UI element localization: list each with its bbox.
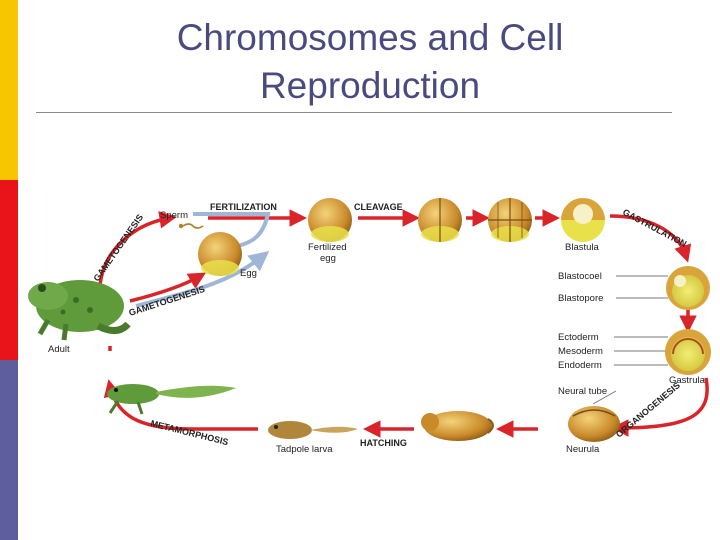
accent-bar-blue [0, 360, 18, 540]
title-divider [36, 112, 672, 113]
label-endoderm: Endoderm [558, 360, 602, 371]
adult-frog-icon [28, 280, 131, 341]
label-mesoderm: Mesoderm [558, 346, 603, 357]
gastrula-section-1-icon [666, 266, 710, 310]
arrow-gastrulation [609, 214, 692, 263]
label-gastrula: Gastrula [669, 375, 706, 386]
label-fertilization: FERTILIZATION [210, 202, 277, 212]
sperm-icon [182, 223, 204, 229]
label-neurula: Neurula [566, 444, 600, 455]
label-organogenesis: ORGANOGENESIS [614, 380, 682, 439]
accent-bar-red [0, 180, 18, 360]
label-gastrulation: GASTRULATION [621, 207, 688, 249]
label-adult: Adult [48, 344, 70, 355]
slide-title: Chromosomes and Cell Reproduction [120, 14, 620, 110]
arrow-gametogenesis-bottom [129, 272, 207, 303]
label-metamorphosis: METAMORPHOSIS [150, 418, 230, 447]
hatched-embryo-icon [421, 411, 494, 441]
blastula-icon [561, 198, 605, 242]
two-cell-stage-icon [418, 198, 462, 242]
arrow-organogenesis [611, 377, 709, 437]
egg-icon [198, 232, 242, 276]
frog-life-cycle-diagram: FERTILIZATION CLEAVAGE GASTRULATION ORGA… [18, 116, 720, 540]
label-gametogenesis-top: GAMETOGENESIS [91, 212, 145, 283]
label-sperm: Sperm [160, 210, 188, 221]
fertilized-egg-icon [308, 198, 352, 242]
sperm-head-icon [178, 223, 184, 229]
label-tadpole-larva: Tadpole larva [276, 444, 333, 455]
froglet-icon [107, 384, 236, 415]
label-hatching: HATCHING [360, 438, 407, 448]
title-line-1: Chromosomes and Cell [176, 17, 564, 58]
label-ectoderm: Ectoderm [558, 332, 599, 343]
arrow-gametogenesis-top [98, 211, 177, 287]
title-line-2: Reproduction [259, 65, 481, 106]
label-fertilized: Fertilized [308, 242, 347, 253]
label-blastocoel: Blastocoel [558, 271, 602, 282]
neurula-icon [568, 406, 620, 442]
leader-lines [592, 275, 668, 405]
label-blastopore: Blastopore [558, 293, 603, 304]
label-egg: Egg [240, 268, 257, 279]
label-fertilized-egg: egg [320, 253, 336, 264]
label-blastula: Blastula [565, 242, 600, 253]
egg-path [135, 251, 270, 308]
gastrula-section-2-icon [665, 329, 711, 375]
accent-bar-yellow [0, 0, 18, 180]
tadpole-larva-icon [268, 421, 358, 439]
life-cycle-svg: FERTILIZATION CLEAVAGE GASTRULATION ORGA… [28, 198, 711, 455]
label-neural-tube: Neural tube [558, 386, 607, 397]
eight-cell-stage-icon [488, 198, 532, 242]
label-cleavage: CLEAVAGE [354, 202, 403, 212]
